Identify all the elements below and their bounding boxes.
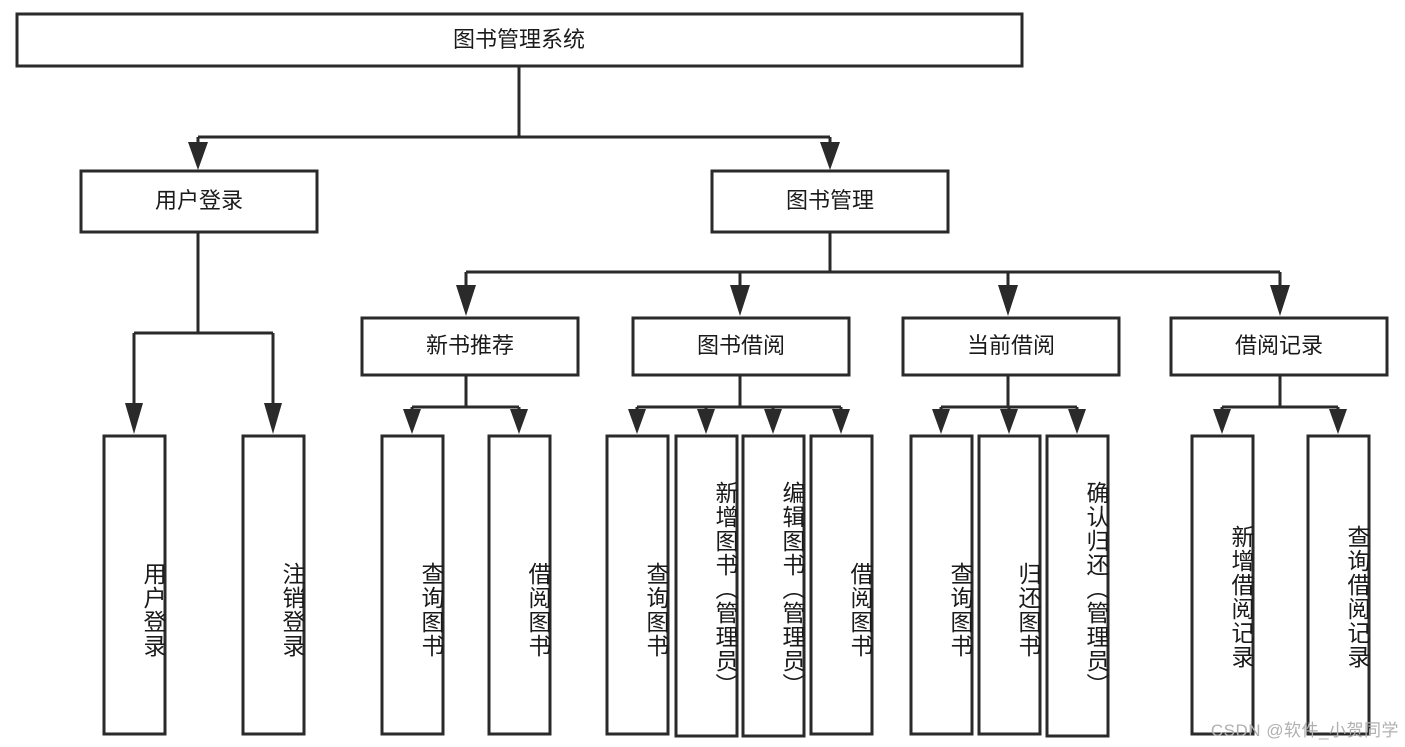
arrowhead-leaf-query-book-1: [403, 409, 421, 434]
leaf-borrow-book-2-box[interactable]: [809, 434, 874, 736]
arrowhead-leaf-borrow-book-2: [832, 409, 850, 434]
arrowhead-leaf-user-login: [125, 403, 143, 434]
arrowhead-leaf-logout-login: [264, 403, 282, 434]
arrowhead-leaf-add-book-admin: [697, 409, 715, 434]
node-root-label: 图书管理系统: [453, 27, 585, 52]
leaf-add-book-admin-box[interactable]: [674, 434, 739, 738]
leaf-logout-login-box[interactable]: [241, 434, 306, 736]
arrowhead-new-book-recommend: [456, 285, 476, 316]
arrowhead-current-borrow: [998, 285, 1018, 316]
arrowhead-leaf-query-borrow-record: [1329, 409, 1347, 434]
arrowhead-leaf-query-book-3: [932, 409, 950, 434]
leaf-query-book-1-box[interactable]: [380, 434, 445, 736]
watermark: CSDN @软件_小贺同学: [1210, 721, 1399, 740]
node-current-borrow-label: 当前借阅: [967, 333, 1055, 358]
arrowhead-leaf-edit-book-admin: [764, 409, 782, 434]
arrowhead-borrow-record: [1270, 285, 1290, 316]
node-borrow-record-box[interactable]: [1169, 316, 1389, 377]
arrowhead-book-borrow: [730, 285, 750, 316]
leaf-query-borrow-record-box[interactable]: [1306, 434, 1371, 736]
node-root[interactable]: 图书管理系统: [15, 12, 1024, 68]
leaf-box-group: [102, 434, 1371, 738]
node-user-login-label: 用户登录: [155, 188, 243, 213]
node-book-management-label: 图书管理: [786, 188, 874, 213]
arrowhead-user-login: [188, 142, 208, 170]
node-user-login[interactable]: 用户登录: [79, 169, 319, 234]
arrowhead-leaf-query-book-2: [628, 409, 646, 434]
node-new-book-recommend-label: 新书推荐: [426, 333, 514, 358]
leaf-edit-book-admin-box[interactable]: [741, 434, 806, 738]
arrowhead-leaf-borrow-book-1: [510, 409, 528, 434]
node-borrow-record-label: 借阅记录: [1235, 333, 1323, 358]
leaf-query-book-3-box[interactable]: [909, 434, 974, 736]
leaf-return-book-box[interactable]: [977, 434, 1042, 736]
node-new-book-recommend[interactable]: 新书推荐: [360, 316, 580, 377]
node-current-borrow[interactable]: 当前借阅: [901, 316, 1121, 377]
arrowhead-book-management: [820, 142, 840, 170]
leaf-add-borrow-record-box[interactable]: [1190, 434, 1255, 736]
node-root-box[interactable]: [15, 12, 1024, 68]
node-book-borrow-label: 图书借阅: [697, 333, 785, 358]
leaf-user-login-box[interactable]: [102, 434, 167, 736]
node-book-management[interactable]: 图书管理: [710, 169, 950, 234]
node-current-borrow-box[interactable]: [901, 316, 1121, 377]
connector-group: [125, 67, 1347, 434]
arrowhead-leaf-add-borrow-record: [1213, 409, 1231, 434]
leaf-borrow-book-1-box[interactable]: [487, 434, 552, 736]
node-new-book-recommend-box[interactable]: [360, 316, 580, 377]
arrowhead-leaf-return-book: [1000, 409, 1018, 434]
node-book-borrow-box[interactable]: [631, 316, 851, 377]
arrowhead-leaf-confirm-return-admin: [1068, 409, 1086, 434]
node-book-borrow[interactable]: 图书借阅: [631, 316, 851, 377]
leaf-confirm-return-admin-box[interactable]: [1045, 434, 1110, 738]
node-book-management-box[interactable]: [710, 169, 950, 234]
leaf-query-book-2-box[interactable]: [605, 434, 670, 736]
node-borrow-record[interactable]: 借阅记录: [1169, 316, 1389, 377]
node-user-login-box[interactable]: [79, 169, 319, 234]
